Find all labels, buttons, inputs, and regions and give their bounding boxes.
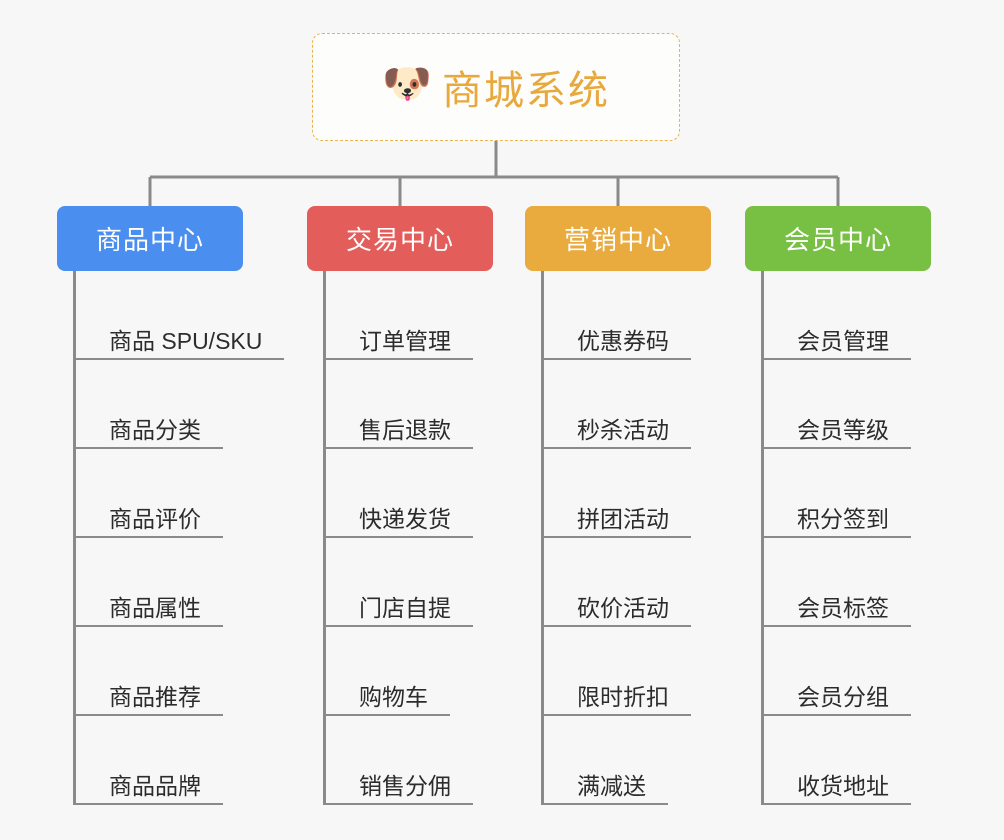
leaf-item-label: 秒杀活动 — [577, 416, 669, 443]
leaf-item-label: 门店自提 — [359, 594, 451, 621]
leaf-item-label: 限时折扣 — [577, 683, 669, 710]
leaf-item[interactable]: 商品 SPU/SKU — [73, 271, 284, 360]
leaf-item-label: 优惠券码 — [577, 327, 669, 354]
leaf-item[interactable]: 限时折扣 — [541, 627, 691, 716]
leaf-item-label: 购物车 — [359, 683, 428, 710]
category-label: 商品中心 — [95, 225, 204, 255]
leaf-rail — [761, 271, 764, 805]
leaf-rail — [73, 271, 76, 805]
leaf-item[interactable]: 砍价活动 — [541, 538, 691, 627]
leaf-item[interactable]: 快递发货 — [323, 449, 473, 538]
leaf-item[interactable]: 优惠券码 — [541, 271, 691, 360]
leaf-item[interactable]: 收货地址 — [761, 716, 911, 805]
leaf-item[interactable]: 会员标签 — [761, 538, 911, 627]
leaf-item-label: 会员标签 — [797, 594, 889, 621]
leaf-item-label: 会员分组 — [797, 683, 889, 710]
category-label: 会员中心 — [783, 225, 892, 255]
leaf-item[interactable]: 会员分组 — [761, 627, 911, 716]
leaf-item-label: 会员等级 — [797, 416, 889, 443]
category-box-trade-center[interactable]: 交易中心 — [307, 206, 493, 271]
leaf-item[interactable]: 商品属性 — [73, 538, 223, 627]
leaf-item[interactable]: 商品推荐 — [73, 627, 223, 716]
leaf-item-label: 销售分佣 — [359, 772, 451, 799]
leaf-item-label: 快递发货 — [359, 505, 451, 532]
leaf-item-label: 会员管理 — [797, 327, 889, 354]
category-box-product-center[interactable]: 商品中心 — [57, 206, 243, 271]
leaf-item-label: 商品评价 — [109, 505, 201, 532]
category-box-member-center[interactable]: 会员中心 — [745, 206, 931, 271]
dog-face-icon: 🐶 — [382, 62, 432, 106]
leaf-item-label: 积分签到 — [797, 505, 889, 532]
leaf-item-label: 商品分类 — [109, 416, 201, 443]
leaf-item[interactable]: 售后退款 — [323, 360, 473, 449]
leaf-item[interactable]: 秒杀活动 — [541, 360, 691, 449]
leaf-item-label: 收货地址 — [797, 772, 889, 799]
root-title: 商城系统 — [442, 69, 610, 113]
leaf-item[interactable]: 商品评价 — [73, 449, 223, 538]
category-label: 营销中心 — [563, 225, 672, 255]
leaf-item-label: 砍价活动 — [577, 594, 669, 621]
leaf-item[interactable]: 销售分佣 — [323, 716, 473, 805]
leaf-item[interactable]: 会员等级 — [761, 360, 911, 449]
leaf-item-label: 订单管理 — [359, 327, 451, 354]
leaf-item-label: 售后退款 — [359, 416, 451, 443]
leaf-item-label: 商品属性 — [109, 594, 201, 621]
leaf-item[interactable]: 商品品牌 — [73, 716, 223, 805]
root-node[interactable]: 🐶 商城系统 — [312, 33, 680, 141]
leaf-rail — [323, 271, 326, 805]
leaf-item[interactable]: 订单管理 — [323, 271, 473, 360]
leaf-item[interactable]: 积分签到 — [761, 449, 911, 538]
leaf-item-label: 商品 SPU/SKU — [109, 327, 263, 354]
leaf-item[interactable]: 购物车 — [323, 627, 450, 716]
leaf-item[interactable]: 门店自提 — [323, 538, 473, 627]
leaf-item[interactable]: 拼团活动 — [541, 449, 691, 538]
leaf-item[interactable]: 满减送 — [541, 716, 668, 805]
leaf-item-label: 商品品牌 — [109, 772, 201, 799]
leaf-item-label: 满减送 — [577, 772, 646, 799]
category-box-marketing-center[interactable]: 营销中心 — [525, 206, 711, 271]
leaf-item[interactable]: 会员管理 — [761, 271, 911, 360]
leaf-item-label: 拼团活动 — [577, 505, 669, 532]
category-label: 交易中心 — [345, 225, 454, 255]
leaf-rail — [541, 271, 544, 805]
leaf-item-label: 商品推荐 — [109, 683, 201, 710]
leaf-item[interactable]: 商品分类 — [73, 360, 223, 449]
